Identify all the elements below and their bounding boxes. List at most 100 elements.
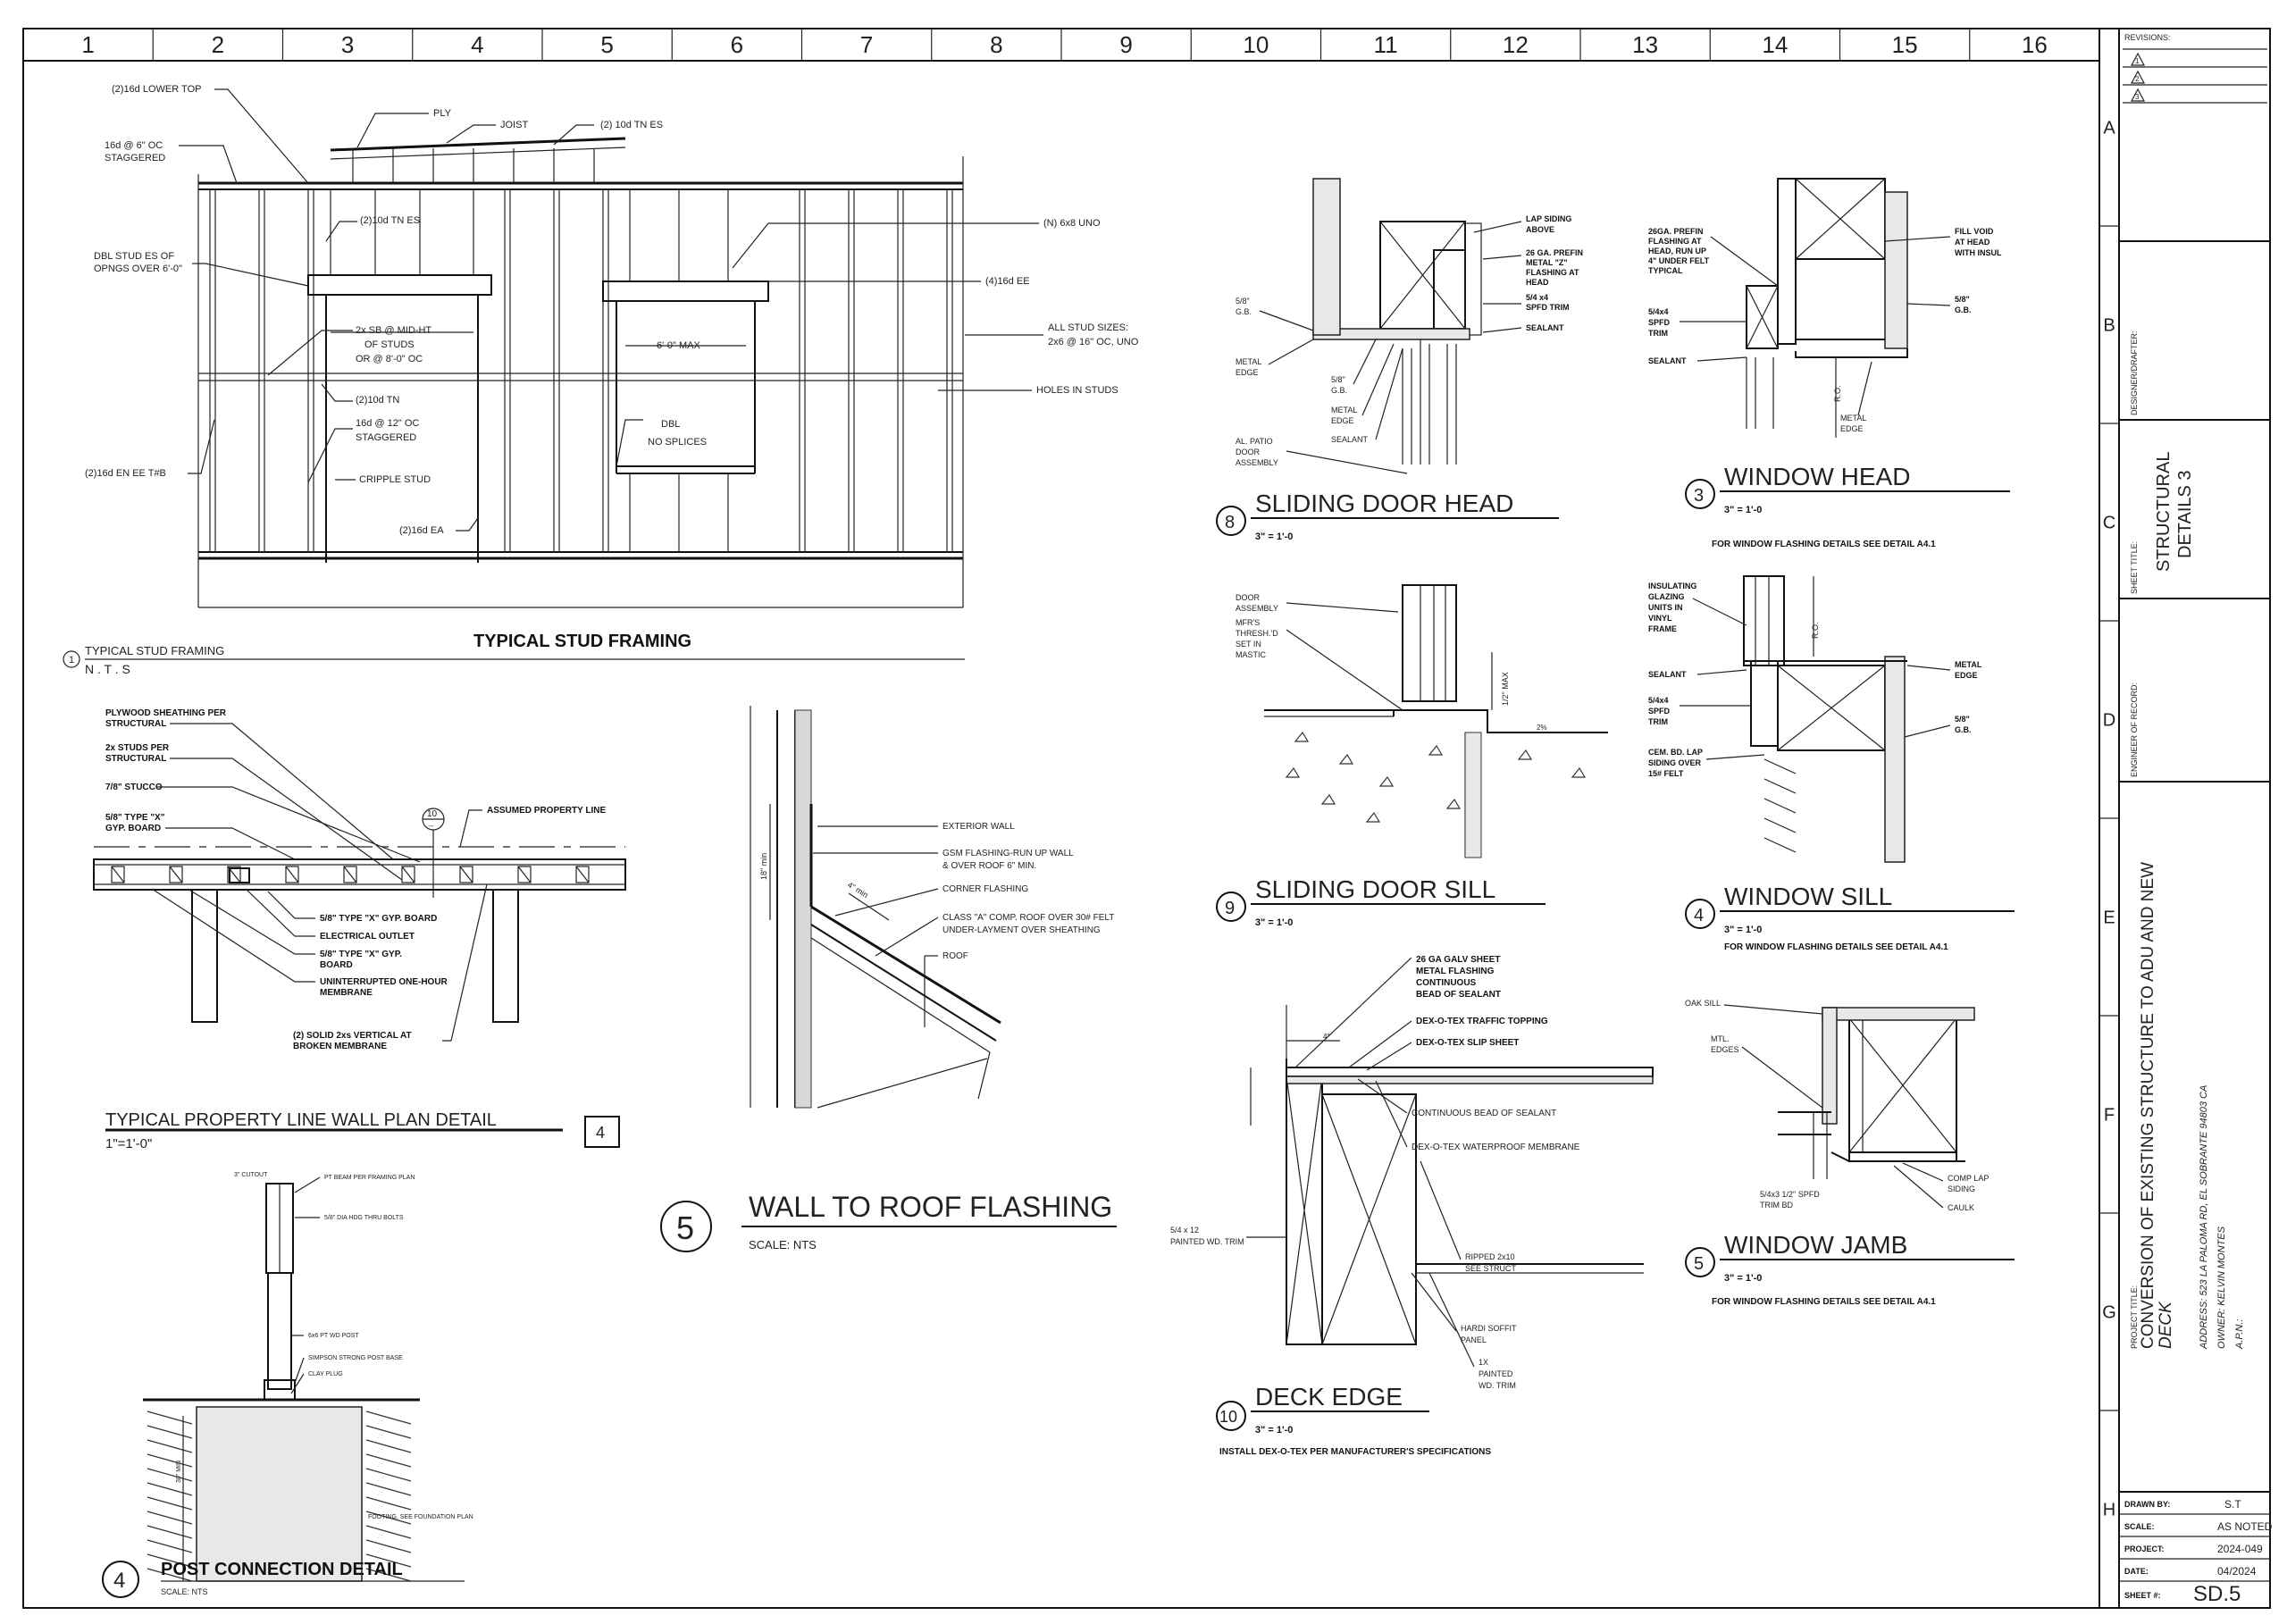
deck-number-circle bbox=[1216, 1401, 1246, 1431]
sdh-title: SLIDING DOOR HEAD bbox=[1255, 490, 1513, 517]
deck-cont-bead: CONTINUOUS BEAD OF SEALANT bbox=[1412, 1109, 1556, 1118]
note-tn-es: (2)10d TN ES bbox=[360, 215, 420, 226]
note-membrane1: UNINTERRUPTED ONE-HOUR bbox=[320, 977, 448, 987]
sdh-trim1: 5/4 x4 bbox=[1526, 293, 1548, 302]
note-class1: CLASS "A" COMP. ROOF OVER 30# FELT bbox=[942, 913, 1114, 923]
deck-title: DECK EDGE bbox=[1255, 1383, 1403, 1411]
soil-mark bbox=[147, 1496, 193, 1511]
detail-window-head: 26GA. PREFIN FLASHING AT HEAD, RUN UP 4"… bbox=[1648, 178, 2010, 549]
project-title-line1: CONVERSION OF EXISTING STRUCTURE TO ADU … bbox=[2139, 862, 2157, 1349]
note-midht3: OR @ 8'-0" OC bbox=[356, 354, 423, 364]
aggregate-mark bbox=[1338, 753, 1354, 765]
wj-trim2: TRIM BD bbox=[1760, 1201, 1793, 1210]
note-gsm2: & OVER ROOF 6" MIN. bbox=[942, 861, 1036, 871]
sdh-patio3: ASSEMBLY bbox=[1236, 458, 1278, 467]
sds-mfr3: SET IN bbox=[1236, 640, 1261, 649]
detail-stud-framing: (2)16d LOWER TOP PLY JOIST (2) 10d TN ES… bbox=[63, 84, 1139, 676]
note-dbl-studs2: OPNGS OVER 6'-0" bbox=[94, 264, 182, 274]
sds-number: 9 bbox=[1225, 899, 1235, 918]
ws-ins4: VINYL bbox=[1648, 614, 1672, 623]
block-cross bbox=[343, 866, 357, 883]
sdh-gb2: G.B. bbox=[1236, 307, 1252, 316]
column-label: 16 bbox=[2022, 31, 2048, 58]
lap-siding bbox=[1763, 758, 1797, 853]
ws-trim3: TRIM bbox=[1648, 717, 1668, 726]
column-label: 6 bbox=[731, 31, 743, 58]
deck-galv4: BEAD OF SEALANT bbox=[1416, 990, 1501, 1000]
block-cross bbox=[401, 866, 415, 883]
wj-note: FOR WINDOW FLASHING DETAILS SEE DETAIL A… bbox=[1712, 1297, 1936, 1307]
note-assumed: ASSUMED PROPERTY LINE bbox=[487, 806, 606, 816]
wh-ga3: HEAD, RUN UP bbox=[1648, 247, 1706, 255]
aggregate-mark bbox=[1294, 731, 1310, 742]
note-oc12: 16d @ 12" OC bbox=[356, 418, 419, 429]
sds-number-circle bbox=[1216, 892, 1246, 922]
ws-title: WINDOW SILL bbox=[1724, 883, 1892, 910]
sheet-title-line1: STRUCTURAL bbox=[2154, 452, 2174, 572]
deck-hardi2: PANEL bbox=[1461, 1335, 1487, 1344]
wh-sealant: SEALANT bbox=[1648, 356, 1687, 365]
engineer-label: ENGINEER OF RECORD: bbox=[2130, 682, 2139, 777]
wh-ga4: 4" UNDER FELT bbox=[1648, 256, 1710, 265]
sdh-trim2: SPFD TRIM bbox=[1526, 303, 1570, 312]
aggregate-mark bbox=[1445, 798, 1462, 809]
detail-window-sill: INSULATING GLAZING UNITS IN VINYL FRAME … bbox=[1648, 575, 2015, 952]
wh-fill2: AT HEAD bbox=[1955, 238, 1990, 247]
project-label: PROJECT: bbox=[2124, 1544, 2165, 1553]
sdh-lap1: LAP SIDING bbox=[1526, 214, 1571, 223]
row-label: C bbox=[2103, 514, 2115, 533]
deck-dim: 4" bbox=[1323, 1033, 1329, 1041]
stud-framing-scale: N . T . S bbox=[85, 662, 130, 676]
siding-board bbox=[1763, 778, 1797, 794]
revision-2: 2 bbox=[2135, 75, 2140, 83]
note-gyp4: BOARD bbox=[320, 960, 353, 970]
column-label: 14 bbox=[1762, 31, 1788, 58]
note-ee4: (4)16d EE bbox=[985, 276, 1030, 287]
soil-mark bbox=[147, 1539, 193, 1553]
note-stucco: 7/8" STUCCO bbox=[105, 783, 163, 792]
note-cutout: 3" CUTOUT bbox=[234, 1172, 268, 1178]
revisions-label: REVISIONS: bbox=[2124, 33, 2171, 42]
ws-ins1: INSULATING bbox=[1648, 582, 1696, 590]
wh-ga2: FLASHING AT bbox=[1648, 237, 1702, 246]
soil-mark bbox=[365, 1453, 412, 1468]
wh-ro: R.O. bbox=[1833, 385, 1842, 402]
sdh-number-circle bbox=[1216, 506, 1246, 536]
note-stud-sizes1: ALL STUD SIZES: bbox=[1048, 322, 1128, 333]
note-corner: CORNER FLASHING bbox=[942, 884, 1028, 894]
revision-1: 1 bbox=[2135, 57, 2140, 65]
sds-max: 1/2" MAX bbox=[1501, 672, 1510, 706]
note-min18: 18" min bbox=[759, 853, 768, 880]
sdh-ga1: 26 GA. PREFIN bbox=[1526, 248, 1583, 257]
note-membrane2: MEMBRANE bbox=[320, 988, 373, 998]
soil-mark bbox=[147, 1425, 193, 1439]
wall-blocks bbox=[111, 866, 590, 883]
note-ply: PLY bbox=[433, 108, 452, 119]
note-gyp2: GYP. BOARD bbox=[105, 824, 161, 833]
ws-gb2: G.B. bbox=[1955, 725, 1972, 734]
wj-caulk: CAULK bbox=[1948, 1203, 1974, 1212]
wj-number-circle bbox=[1685, 1247, 1715, 1277]
note-ply2: STRUCTURAL bbox=[105, 719, 166, 729]
wh-fill3: WITH INSUL bbox=[1955, 248, 2002, 257]
ws-ins2: GLAZING bbox=[1648, 592, 1685, 601]
sdh-ga2: METAL "Z" bbox=[1526, 258, 1568, 267]
row-label: B bbox=[2103, 316, 2115, 336]
note-cripple: CRIPPLE STUD bbox=[359, 474, 431, 485]
note-lower-top: (2)16d LOWER TOP bbox=[112, 84, 201, 95]
wh-metal2: EDGE bbox=[1840, 424, 1864, 433]
wh-gb2: G.B. bbox=[1955, 306, 1972, 314]
post-title: POST CONNECTION DETAIL bbox=[161, 1560, 403, 1579]
block-cross bbox=[459, 866, 473, 883]
note-dbl-studs1: DBL STUD ES OF bbox=[94, 251, 174, 262]
deck-note: INSTALL DEX-O-TEX PER MANUFACTURER'S SPE… bbox=[1219, 1447, 1491, 1457]
column-label: 7 bbox=[860, 31, 873, 58]
block-cross bbox=[169, 866, 183, 883]
address: ADDRESS: 523 LA PALOMA RD, EL SOBRANTE 9… bbox=[2199, 1085, 2209, 1350]
soil-mark bbox=[365, 1568, 412, 1582]
siding-board bbox=[1763, 758, 1797, 774]
sdh-gb1: 5/8" bbox=[1236, 297, 1250, 306]
revision-3: 3 bbox=[2135, 93, 2140, 101]
deck-painted3: WD. TRIM bbox=[1479, 1381, 1516, 1390]
detail-property-line: 10 -- PLYWOOD SHEATHING PER STRUCTURAL 2… bbox=[93, 708, 626, 1151]
